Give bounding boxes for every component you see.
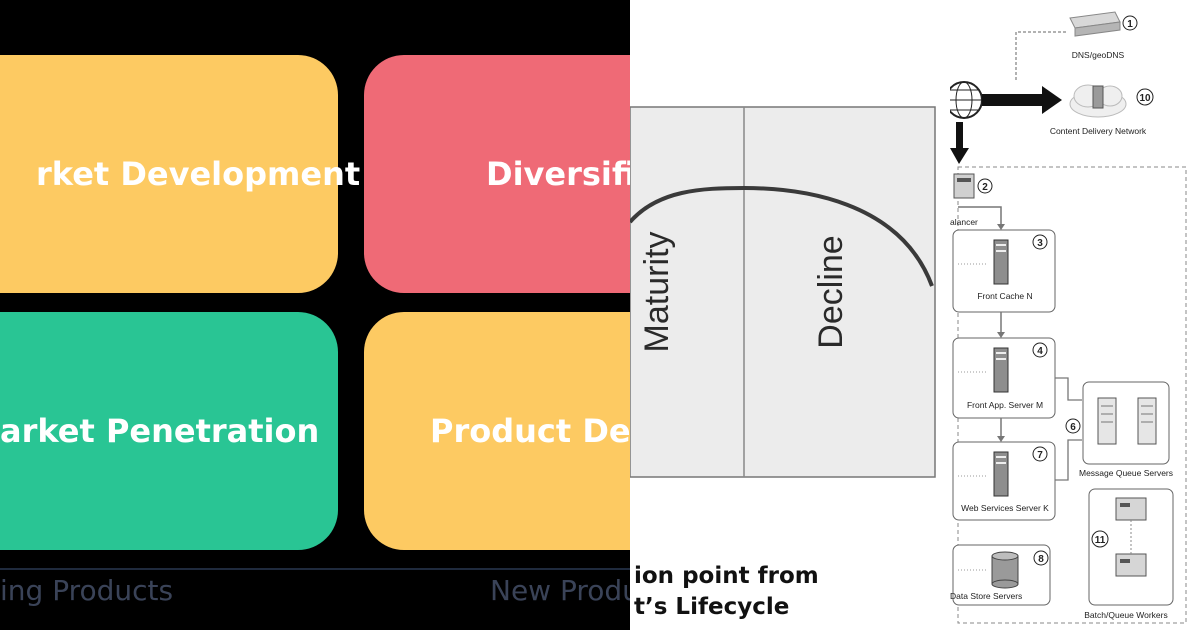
badge-3	[1032, 234, 1048, 250]
lb-connector	[958, 206, 1002, 226]
axis-divider	[0, 568, 630, 570]
front-cache-label: Front Cache N	[977, 291, 1032, 301]
front-app-server-icon	[993, 347, 1009, 393]
database-icon	[991, 551, 1019, 589]
cdn-cloud-icon	[1069, 84, 1127, 118]
architecture-diagram: 1 DNS/geoDNS 10 Content Delivery Network	[950, 11, 1187, 624]
badge-7-text: 7	[1037, 450, 1043, 461]
badge-1-text: 1	[1127, 19, 1133, 30]
market-penetration-label: arket Penetration	[0, 412, 320, 450]
badge-3-text: 3	[1037, 238, 1043, 249]
cdn-arrow-shaft	[982, 94, 1044, 106]
message-queue-server-icon-2	[1137, 397, 1157, 445]
caption-line-1: ion point from	[634, 563, 819, 589]
market-penetration-tile: arket Penetration	[0, 312, 338, 550]
web-services-server-icon	[993, 451, 1009, 497]
lifecycle-panel: Maturity Decline ion point from t’s Life…	[630, 0, 950, 630]
mq-connector-2	[1055, 439, 1082, 481]
down-arrow-shaft	[956, 122, 963, 152]
message-queue-server-icon-1	[1097, 397, 1117, 445]
ansoff-matrix-panel: rket Development Diversifica arket Penet…	[0, 0, 630, 630]
dns-label: DNS/geoDNS	[1072, 50, 1125, 60]
load-balancer-icon	[953, 173, 975, 199]
batch-worker-icon-2	[1115, 553, 1147, 577]
lifecycle-curve	[630, 185, 934, 287]
batch-worker-icon-1	[1115, 497, 1147, 521]
existing-products-label: ing Products	[0, 574, 174, 607]
badge-8-text: 8	[1038, 554, 1044, 565]
mq-connector-1	[1055, 377, 1082, 401]
architecture-panel: 1 DNS/geoDNS 10 Content Delivery Network	[950, 0, 1200, 630]
badge-2	[977, 178, 993, 194]
badge-7	[1032, 446, 1048, 462]
market-development-tile: rket Development	[0, 55, 360, 293]
new-products-label: New Produ	[490, 574, 630, 607]
dns-server-icon	[1069, 11, 1121, 37]
data-store-label: Data Store Servers	[950, 591, 1022, 601]
decline-label: Decline	[812, 235, 850, 348]
badge-4-text: 4	[1037, 346, 1043, 357]
front-app-label: Front App. Server M	[967, 400, 1043, 410]
badge-1	[1122, 15, 1138, 31]
caption-line-2: t’s Lifecycle	[634, 594, 790, 620]
lifecycle-chart-area	[630, 106, 936, 478]
market-development-label: rket Development	[36, 155, 361, 193]
batch-workers-box	[1088, 488, 1174, 606]
diversification-tile: Diversifica	[364, 55, 630, 293]
dns-connector	[1015, 31, 1068, 80]
badge-11-text: 11	[1095, 535, 1106, 546]
cdn-arrow-head	[1042, 86, 1062, 114]
badge-8	[1033, 550, 1049, 566]
cdn-label: Content Delivery Network	[1050, 126, 1147, 136]
datacenter-boundary	[957, 166, 1187, 624]
message-queue-label: Message Queue Servers	[1079, 468, 1173, 478]
load-balancer-label: alancer	[950, 217, 978, 227]
badge-2-text: 2	[982, 182, 988, 193]
badge-11	[1091, 530, 1109, 548]
product-development-tile: Product Deve	[364, 312, 630, 550]
badge-6	[1065, 418, 1081, 434]
badge-10	[1136, 88, 1154, 106]
badge-4	[1032, 342, 1048, 358]
front-cache-server-icon	[993, 239, 1009, 285]
product-development-label: Product Deve	[430, 412, 630, 450]
batch-workers-label: Batch/Queue Workers	[1084, 610, 1167, 620]
diversification-label: Diversifica	[486, 155, 630, 193]
badge-6-text: 6	[1070, 422, 1076, 433]
maturity-label: Maturity	[638, 232, 676, 353]
web-services-label: Web Services Server K	[961, 503, 1049, 513]
globe-icon	[950, 81, 983, 119]
badge-10-text: 10	[1139, 93, 1151, 104]
down-arrow-head	[950, 148, 969, 164]
lifecycle-chart: Maturity Decline	[630, 106, 936, 478]
